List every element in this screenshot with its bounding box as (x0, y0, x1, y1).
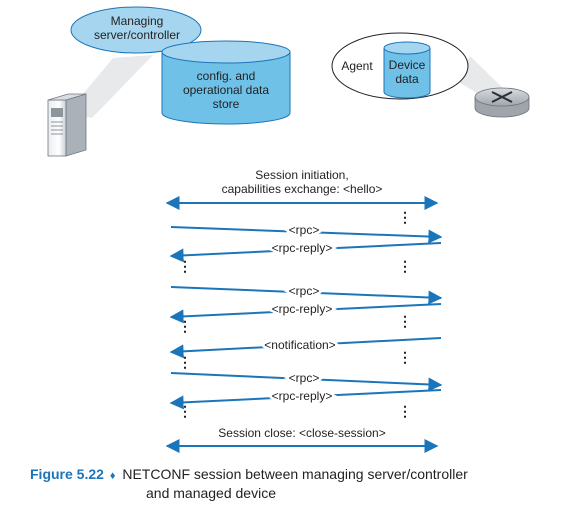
rpc-label-3: <rpc> (289, 371, 320, 385)
datastore-cylinder (161, 40, 291, 125)
agent-dots-4: ⋮ (398, 349, 412, 365)
agent-group: Agent Device data (331, 32, 530, 118)
agent-dots-5: ⋮ (398, 403, 412, 419)
rpc-reply-label-1: <rpc-reply> (272, 241, 333, 255)
agent-dots-3: ⋮ (398, 313, 412, 329)
rpc-reply-arrow-3 (169, 389, 442, 410)
server-group: Managing server/controller config. and o… (47, 6, 291, 157)
rpc-reply-arrow-2 (169, 303, 442, 324)
device-data-line-2: data (395, 72, 419, 86)
device-data-line-1: Device (389, 58, 426, 72)
store-line-3: store (213, 97, 240, 111)
hello-label-line-2: capabilities exchange: <hello> (222, 182, 383, 196)
server-dots-3: ⋮ (178, 354, 192, 370)
server-dots-1: ⋮ (178, 258, 192, 274)
rpc-label-1: <rpc> (289, 223, 320, 237)
rpc-label-2: <rpc> (289, 284, 320, 298)
notification-label: <notification> (264, 338, 335, 352)
store-line-1: config. and (197, 69, 256, 83)
caption-line-2: and managed device (146, 485, 276, 501)
server-callout-cone (68, 55, 153, 118)
agent-label: Agent (341, 59, 373, 73)
rpc-arrow-3 (170, 372, 443, 392)
rpc-reply-label-2: <rpc-reply> (272, 302, 333, 316)
figure-number: Figure 5.22 (30, 466, 104, 482)
caption-bullet: ♦ (109, 470, 116, 482)
server-bubble-line-1: Managing (111, 14, 164, 28)
session-timeline: Session initiation, capabilities exchang… (165, 168, 443, 453)
agent-dots-1: ⋮ (398, 209, 412, 225)
server-tower-icon (47, 93, 87, 157)
router-icon (474, 87, 530, 118)
rpc-reply-label-3: <rpc-reply> (272, 389, 333, 403)
server-dots-4: ⋮ (178, 403, 192, 419)
rpc-arrow-2 (170, 286, 443, 305)
agent-dots-2: ⋮ (398, 258, 412, 274)
figure-caption: Figure 5.22 ♦ NETCONF session between ma… (30, 466, 560, 502)
server-dots-2: ⋮ (178, 318, 192, 334)
server-bubble-line-2: server/controller (94, 28, 180, 42)
store-line-2: operational data (183, 83, 269, 97)
rpc-arrow-1 (170, 226, 443, 244)
server-bubble (70, 6, 202, 54)
rpc-reply-arrow-1 (169, 242, 442, 263)
notification-arrow (169, 337, 442, 359)
hello-label-line-1: Session initiation, (255, 168, 348, 182)
device-data-cylinder (383, 41, 431, 99)
close-session-label: Session close: <close-session> (218, 426, 385, 440)
caption-line-1: NETCONF session between managing server/… (122, 466, 468, 482)
